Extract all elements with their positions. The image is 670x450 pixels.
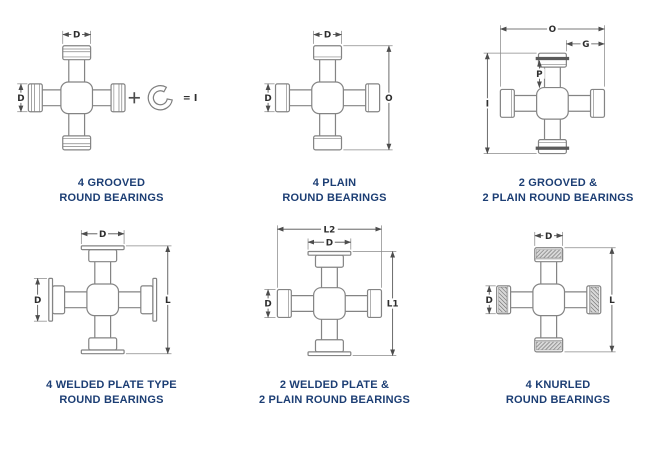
- right-bearing-cup-plain: [343, 288, 382, 318]
- cross-body: [85, 283, 119, 316]
- dim-label-g: G: [582, 40, 589, 50]
- caption-line: ROUND BEARINGS: [282, 191, 387, 204]
- figure-caption: 2 GROOVED & 2 PLAIN ROUND BEARINGS: [482, 176, 633, 206]
- snap-ring-equation: = I: [128, 85, 197, 111]
- caption-line: ROUND BEARINGS: [59, 191, 164, 204]
- cross-body: [532, 283, 566, 316]
- ujoint-cross: [274, 45, 380, 151]
- left-bearing-cup-knurl: [496, 284, 534, 315]
- top-bearing-cup-knurl: [534, 246, 564, 285]
- bottom-bearing-cup-welded: [306, 318, 351, 356]
- bottom-bearing-cup-welded: [80, 314, 125, 354]
- top-bearing-cup-ring: [535, 52, 570, 89]
- cross-body: [59, 81, 93, 115]
- ujoint-cross: [496, 246, 602, 353]
- caption-line: 4 WELDED PLATE TYPE: [46, 378, 177, 391]
- bottom-bearing-cup-plain: [312, 112, 342, 151]
- diagram-4-knurled-round-bearings: D D L: [483, 230, 618, 353]
- figure-4-welded-plate-type-round-bearings: D D L 4 WELDED PLATE TYPE ROUND BEARINGS: [0, 218, 223, 408]
- left-bearing-cup-grooved: [27, 83, 62, 113]
- dim-label-left: D: [486, 296, 493, 306]
- right-bearing-cup-welded: [117, 277, 157, 322]
- cross-body: [312, 286, 346, 320]
- top-bearing-cup-welded: [306, 250, 351, 289]
- caption-line: 2 WELDED PLATE &: [279, 378, 390, 391]
- dim-label-left: D: [264, 94, 271, 104]
- caption-line: 4 GROOVED: [77, 177, 146, 189]
- left-bearing-cup-plain: [276, 288, 315, 318]
- caption-line: 2 PLAIN ROUND BEARINGS: [482, 191, 634, 204]
- top-bearing-cup-grooved: [61, 45, 91, 83]
- bottom-bearing-cup-knurl: [534, 314, 564, 353]
- caption-line: ROUND BEARINGS: [505, 393, 611, 406]
- figure-4-plain-round-bearings: D D O 4 PLAIN ROUND BEARINGS: [223, 16, 446, 206]
- ujoint-cross: [499, 52, 606, 155]
- right-bearing-cup-plain: [341, 83, 380, 113]
- caption-line: ROUND BEARINGS: [59, 393, 164, 406]
- diagram-4-welded-plate-type-round-bearings: D D L: [31, 228, 173, 354]
- left-bearing-cup-welded: [47, 277, 88, 322]
- figure-4-grooved-round-bearings: D D = I 4 GROOVED ROUND BEARINGS: [0, 16, 223, 206]
- plus-icon: [128, 92, 140, 104]
- dim-label-top: D: [73, 31, 80, 41]
- dim-label-top_outer: L2: [323, 225, 335, 235]
- figure-2-grooved-2-plain-round-bearings: O G I P 2 GROOVED & 2 PLAIN ROUND BEARINGS: [446, 16, 670, 206]
- ujoint-cross: [27, 45, 126, 151]
- cross-body: [536, 86, 569, 120]
- right-bearing-cup-plain: [567, 88, 606, 118]
- figure-caption: 2 WELDED PLATE & 2 PLAIN ROUND BEARINGS: [259, 378, 410, 408]
- right-bearing-cup-grooved: [91, 83, 126, 113]
- dim-label-right: O: [385, 94, 393, 104]
- cross-body: [310, 81, 344, 115]
- caption-line: 4 KNURLED: [525, 378, 591, 391]
- dim-label-right: L: [609, 296, 615, 306]
- diagram-2-welded-plate-2-plain-round-bearings: L2D D L1: [262, 223, 401, 356]
- left-bearing-cup-plain: [499, 88, 538, 118]
- dim-label-top: O: [549, 25, 557, 35]
- diagram-4-plain-round-bearings: D D O: [262, 29, 394, 151]
- figure-caption: 4 PLAIN ROUND BEARINGS: [282, 176, 386, 206]
- dim-label-top: D: [325, 238, 332, 248]
- dim-label-top: D: [323, 31, 330, 41]
- dim-label-right: L: [164, 296, 170, 306]
- ujoint-cross: [47, 244, 157, 354]
- dim-label-top: D: [545, 232, 552, 242]
- ujoint-cross: [276, 250, 382, 356]
- dim-label-left: D: [17, 94, 24, 104]
- diagram-2-grooved-2-plain-round-bearings: O G I P: [482, 23, 606, 155]
- caption-line: 2 PLAIN ROUND BEARINGS: [258, 393, 411, 406]
- caption-line: 2 GROOVED &: [518, 177, 598, 189]
- bottom-bearing-cup-grooved: [61, 112, 91, 151]
- dim-label-left: D: [264, 299, 271, 309]
- figure-4-knurled-round-bearings: D D L 4 KNURLED ROUND BEARINGS: [446, 218, 670, 408]
- top-bearing-cup-welded: [80, 244, 125, 285]
- figure-caption: 4 WELDED PLATE TYPE ROUND BEARINGS: [46, 378, 177, 408]
- equals-i-label: = I: [182, 93, 196, 104]
- bottom-bearing-cup-ring: [535, 118, 570, 155]
- right-bearing-cup-knurl: [563, 284, 602, 315]
- top-bearing-cup-plain: [312, 45, 342, 83]
- figure-caption: 4 KNURLED ROUND BEARINGS: [506, 378, 610, 408]
- figure-grid: D D = I 4 GROOVED ROUND BEARINGS D D O 4 PLA…: [0, 16, 670, 407]
- diagram-4-grooved-round-bearings: D D = I: [15, 29, 197, 151]
- figure-caption: 4 GROOVED ROUND BEARINGS: [59, 176, 163, 206]
- dim-label-top: D: [99, 230, 106, 240]
- snap-ring-icon: [147, 85, 173, 111]
- dim-label-right: L1: [386, 299, 398, 309]
- dim-label-p: P: [536, 70, 543, 80]
- dim-label-left: I: [486, 100, 489, 110]
- dim-label-left: D: [33, 296, 40, 306]
- caption-line: 4 PLAIN: [312, 177, 357, 189]
- left-bearing-cup-plain: [274, 83, 313, 113]
